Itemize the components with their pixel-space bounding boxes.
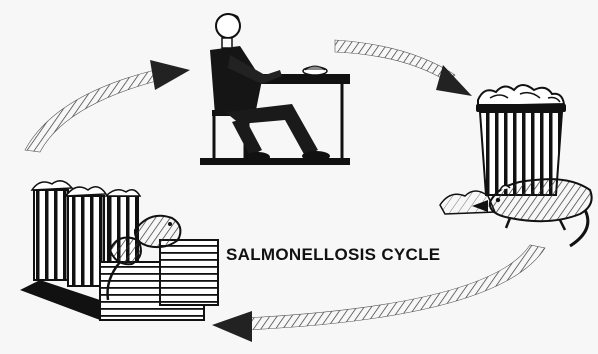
rats-on-bins [20,181,218,320]
arrow-top-right [335,40,472,96]
arrow-top-left [25,60,190,152]
diagram-caption: SALMONELLOSIS CYCLE [226,245,440,265]
man-at-table [200,13,350,165]
